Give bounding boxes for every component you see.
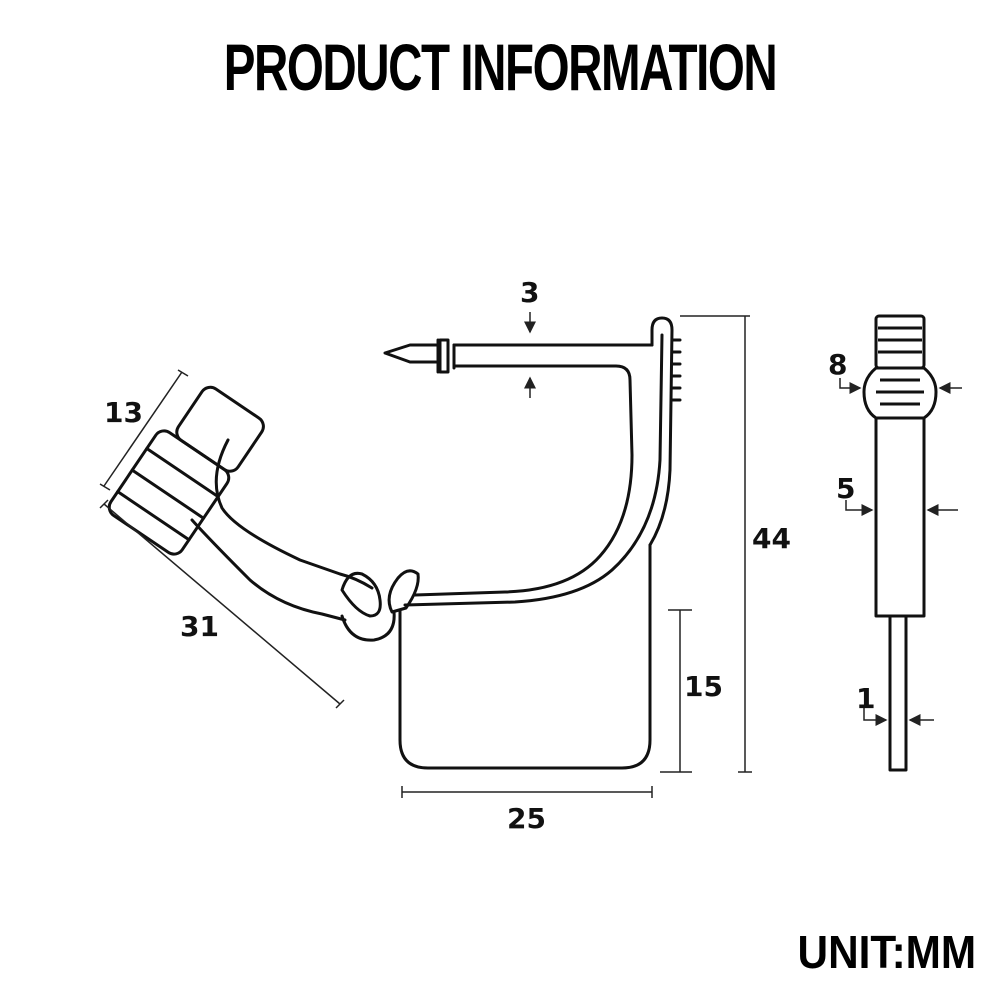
dim-base-width: [401, 786, 653, 798]
dim-base-height: [660, 609, 692, 773]
dim-head-width: [839, 378, 962, 394]
label-base-height: 15: [684, 670, 723, 703]
label-pin-width: 3: [520, 276, 539, 309]
joint-knuckle-2: [387, 569, 420, 614]
grip-ridges: [670, 338, 682, 402]
clip-frame-inner: [413, 364, 634, 597]
label-base-width: 25: [507, 802, 546, 835]
clip-frame-middle: [403, 333, 664, 607]
pin-tip-front: [888, 616, 908, 772]
joint-ring: [340, 610, 396, 642]
label-hook-diameter: 13: [104, 396, 143, 429]
pin-shaft: [438, 338, 456, 374]
pin-front-view: [862, 314, 938, 772]
label-arm-length: 31: [180, 610, 219, 643]
label-tip-width: 1: [856, 682, 875, 715]
dim-shaft-width: [845, 500, 958, 516]
clip-arm-upper: [214, 438, 374, 590]
clip-frame-outer: [648, 316, 674, 547]
label-shaft-width: 5: [836, 472, 855, 505]
pin-head-top: [874, 314, 926, 370]
hook-cylinder: [107, 385, 265, 556]
clip-side-view: [107, 316, 682, 770]
dim-hook-diameter: [99, 369, 189, 491]
dim-tip-width: [863, 708, 934, 726]
pin-shaft-front: [874, 418, 926, 618]
label-head-width: 8: [828, 348, 847, 381]
unit-label: UNIT:MM: [797, 926, 976, 978]
clip-arm-lower: [190, 518, 347, 622]
page-title: PRODUCT INFORMATION: [223, 30, 778, 104]
dim-arm-length: [99, 499, 345, 709]
clip-base: [398, 543, 652, 770]
pin-tip: [383, 338, 440, 374]
dim-clip-height: [680, 315, 752, 773]
label-clip-height: 44: [752, 522, 791, 555]
joint-knuckle-1: [340, 571, 382, 618]
